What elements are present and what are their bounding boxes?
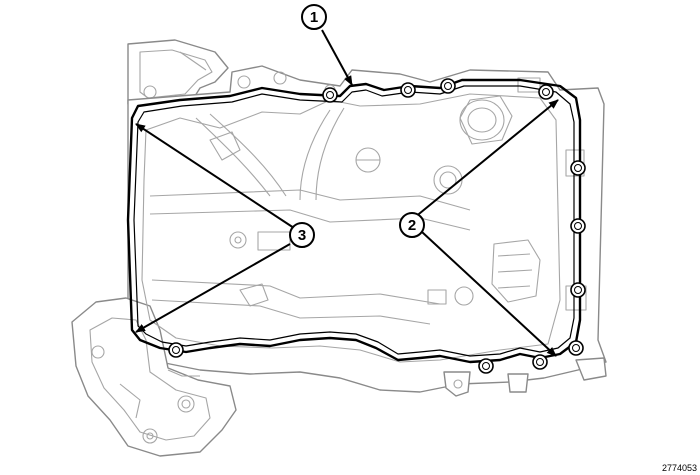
- callout-1-label: 1: [310, 9, 318, 26]
- leader-lines: [135, 29, 559, 357]
- bolt: [322, 87, 338, 103]
- oil-pan-housing: [71, 39, 607, 457]
- callout-3: 3: [289, 222, 315, 248]
- leader-2-top: [413, 99, 559, 219]
- figure-id: 2774053: [662, 463, 697, 473]
- leader-2-bottom: [421, 231, 557, 357]
- callout-1: 1: [301, 4, 327, 30]
- bolt: [532, 354, 548, 370]
- leader-1: [321, 29, 353, 86]
- bolt: [440, 78, 456, 94]
- bolt: [568, 340, 584, 356]
- callout-3-label: 3: [298, 227, 306, 244]
- bolt: [168, 342, 184, 358]
- bolt: [538, 84, 554, 100]
- leader-3-top: [135, 123, 295, 229]
- callout-2: 2: [399, 212, 425, 238]
- flange-bolts: [168, 78, 586, 374]
- callout-2-label: 2: [408, 217, 416, 234]
- bolt: [570, 282, 586, 298]
- leader-3-bottom: [135, 243, 291, 333]
- bolt: [570, 160, 586, 176]
- bolt: [478, 358, 494, 374]
- bolt: [400, 82, 416, 98]
- bolt: [570, 218, 586, 234]
